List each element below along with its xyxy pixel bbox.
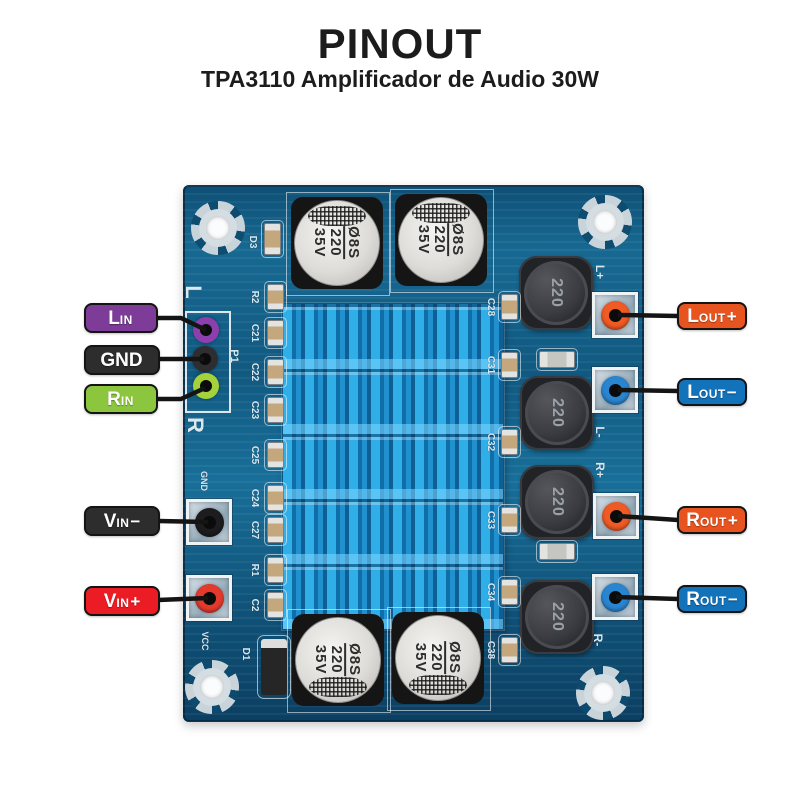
- smd-component: [498, 349, 521, 381]
- silkscreen-label: D1: [240, 647, 252, 661]
- smd-component: [264, 317, 287, 349]
- silkscreen-label: C38: [485, 640, 497, 660]
- silkscreen-label: C23: [249, 400, 261, 420]
- smd-component: [498, 576, 521, 608]
- mounting-hole-bottom-right: [576, 666, 630, 720]
- silkscreen-rminus: R-: [591, 633, 605, 647]
- audio-input-outline: [185, 311, 231, 413]
- silkscreen-vcc: VCC: [200, 631, 210, 651]
- silkscreen-label: R1: [249, 563, 261, 577]
- inductor: 220: [519, 256, 593, 330]
- silkscreen-label: C25: [249, 445, 261, 465]
- smd-component: [498, 504, 521, 536]
- silkscreen-r: R: [183, 417, 208, 433]
- smd-component: [264, 281, 287, 313]
- page-title: PINOUT: [317, 20, 483, 67]
- smd-component: [536, 348, 578, 371]
- silkscreen-gnd: GND: [199, 471, 209, 491]
- smd-component: [264, 356, 287, 388]
- silkscreen-label: C31: [485, 355, 497, 375]
- silkscreen-label: C22: [249, 362, 261, 382]
- lin-pad: [193, 317, 219, 343]
- vin-plus-terminal: [186, 575, 232, 621]
- silkscreen-label: C32: [485, 432, 497, 452]
- silkscreen-l: L: [181, 285, 206, 299]
- silkscreen-box: [387, 607, 491, 711]
- silkscreen-label: C27: [249, 520, 261, 540]
- smd-component: [498, 634, 521, 666]
- silkscreen-label: C33: [485, 510, 497, 530]
- inductor: 220: [520, 376, 594, 450]
- smd-component: [264, 589, 287, 621]
- rout-plus-terminal: [593, 493, 639, 539]
- smd-component: [498, 426, 521, 458]
- heatsink: [282, 303, 504, 630]
- smd-component: [264, 394, 287, 426]
- silkscreen-label: C24: [249, 488, 261, 508]
- mounting-hole-top-left: [191, 201, 245, 255]
- silkscreen-box: [390, 189, 494, 293]
- smd-component: [498, 291, 521, 323]
- rout-minus-terminal: [592, 574, 638, 620]
- pin-label-gnd: GND: [84, 345, 160, 375]
- lout-minus-terminal: [592, 367, 638, 413]
- gnd-pad: [192, 346, 218, 372]
- inductor: 220: [520, 580, 594, 654]
- smd-component: [264, 439, 287, 471]
- silkscreen-rplus: R+: [593, 462, 607, 478]
- vin-minus-terminal: [186, 499, 232, 545]
- mounting-hole-bottom-left: [185, 660, 239, 714]
- smd-component: [264, 482, 287, 514]
- silkscreen-lplus: L+: [593, 264, 607, 280]
- rin-pad: [193, 373, 219, 399]
- smd-component: [261, 220, 284, 258]
- lout-plus-terminal: [592, 292, 638, 338]
- silkscreen-box: [286, 192, 390, 296]
- silkscreen-label: C21: [249, 323, 261, 343]
- silkscreen-label: C2: [249, 598, 261, 612]
- diode-d1: [257, 635, 291, 699]
- silkscreen-box: [287, 609, 391, 713]
- silkscreen-label: C28: [485, 297, 497, 317]
- smd-component: [264, 554, 287, 586]
- smd-component: [536, 540, 578, 563]
- silkscreen-lminus: L-: [593, 426, 607, 438]
- silkscreen-label: C34: [485, 582, 497, 602]
- page-subtitle: TPA3110 Amplificador de Audio 30W: [201, 66, 599, 92]
- silkscreen-label: D3: [247, 235, 259, 249]
- inductor: 220: [520, 465, 594, 539]
- silkscreen-p1: P1: [228, 349, 240, 363]
- mounting-hole-top-right: [578, 195, 632, 249]
- smd-component: [264, 514, 287, 546]
- silkscreen-label: R2: [249, 290, 261, 304]
